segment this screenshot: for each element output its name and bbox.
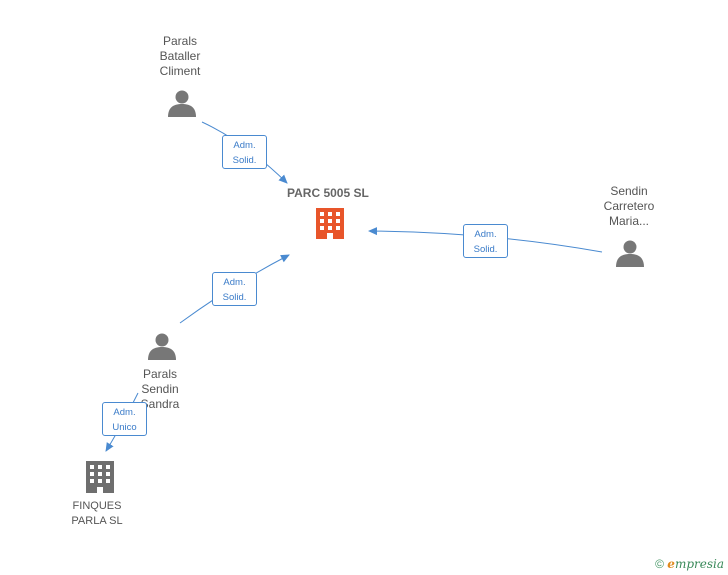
person-icon[interactable] xyxy=(168,90,196,118)
label-line: Climent xyxy=(159,64,201,78)
label-line: Sendin xyxy=(610,184,648,198)
person-icon[interactable] xyxy=(148,333,176,361)
label-line: PARLA SL xyxy=(71,515,123,527)
relation-line: Adm. xyxy=(474,229,497,240)
relation-line: Solid. xyxy=(222,292,247,303)
copyright-icon: © xyxy=(655,557,664,571)
relation-line: Adm. xyxy=(223,277,246,288)
label-line: Sendin xyxy=(141,382,179,396)
brand-footer: © empresia xyxy=(655,557,724,571)
relation-line: Solid. xyxy=(232,155,257,166)
relation-badge[interactable]: Adm. Solid. xyxy=(212,272,257,306)
building-icon[interactable] xyxy=(86,461,114,493)
label-line: Parals xyxy=(162,34,197,48)
relation-line: Adm. xyxy=(233,140,256,151)
relation-badge[interactable]: Adm. Unico xyxy=(102,402,147,436)
relation-line: Solid. xyxy=(473,244,498,255)
company-name-label[interactable]: PARC 5005 SL xyxy=(287,186,369,200)
label-line: FINQUES xyxy=(72,500,122,512)
relation-line: Unico xyxy=(112,422,137,433)
label-line: Bataller xyxy=(159,49,201,63)
company-name-label[interactable]: FINQUES PARLA SL xyxy=(57,499,137,529)
relation-badge[interactable]: Adm. Solid. xyxy=(222,135,267,169)
building-icon[interactable] xyxy=(316,208,344,239)
relation-badge[interactable]: Adm. Solid. xyxy=(463,224,508,258)
person-name-label[interactable]: Parals Sendin Sandra xyxy=(120,367,200,412)
label-line: Parals xyxy=(142,367,177,381)
label-line: Carretero xyxy=(603,199,655,213)
person-icon[interactable] xyxy=(616,240,644,268)
person-name-label[interactable]: Sendin Carretero Maria... xyxy=(589,184,669,229)
relation-line: Adm. xyxy=(113,407,136,418)
label-line: Sandra xyxy=(140,397,180,411)
brand-logo: empresia xyxy=(667,557,724,571)
person-name-label[interactable]: Parals Bataller Climent xyxy=(140,34,220,79)
label-line: Maria... xyxy=(608,214,649,228)
